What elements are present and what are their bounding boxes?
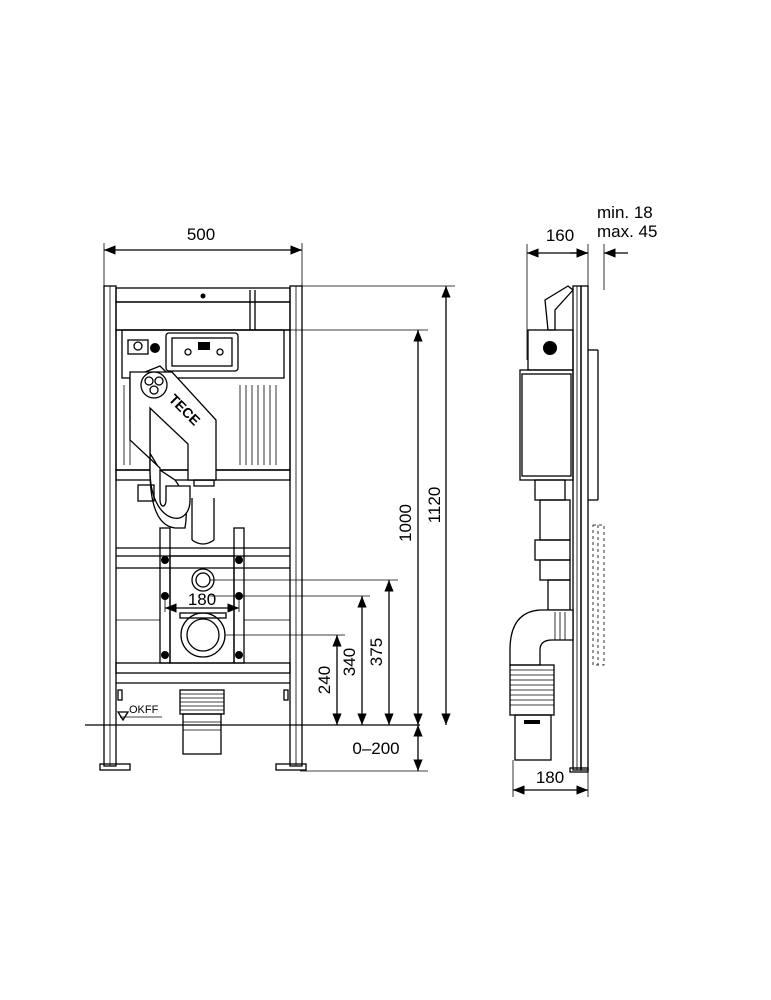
side-cistern — [519, 285, 574, 611]
dim-240-label: 240 — [315, 666, 334, 694]
height-1120-label: 1120 — [425, 487, 444, 524]
flush-pipe: TECE — [129, 365, 217, 545]
extension-lines — [210, 285, 455, 772]
foot-adjust-label: 0–200 — [352, 739, 399, 758]
front-view: 500 — [85, 225, 455, 772]
wall-min-label: min. 18 — [597, 203, 653, 222]
depth-180-label: 180 — [536, 768, 564, 787]
bottom-depth-dimension: 180 — [512, 760, 589, 797]
dim-340: 340 — [340, 596, 367, 725]
wall-max-label: max. 45 — [597, 222, 657, 241]
side-waste-elbow — [509, 609, 574, 761]
dim-240: 240 — [315, 635, 342, 725]
dim-340-label: 340 — [340, 648, 359, 676]
dim-0-200: 0–200 — [352, 725, 423, 771]
mounting-bracket: 180 — [116, 527, 290, 664]
top-rail — [115, 287, 291, 331]
side-frame-profile — [569, 285, 605, 773]
frame-uprights — [99, 285, 307, 771]
lower-rail — [115, 662, 291, 701]
finished-floor-line: OKFF — [85, 704, 420, 726]
okff-label: OKFF — [129, 704, 159, 716]
dim-375: 375 — [367, 580, 394, 725]
depth-dimension: 160 min. 18 max. 45 — [526, 203, 657, 360]
height-1000-label: 1000 — [396, 504, 415, 542]
side-view: 160 min. 18 max. 45 — [509, 203, 657, 797]
spacing-180-label: 180 — [188, 590, 216, 609]
width-dimension: 500 — [103, 225, 303, 290]
dim-375-label: 375 — [367, 638, 386, 666]
dim-1000: 1000 — [396, 330, 423, 725]
dim-1120: 1120 — [425, 286, 451, 725]
waste-pipe — [179, 689, 225, 755]
width-label: 500 — [187, 225, 215, 244]
depth-160-label: 160 — [546, 226, 574, 245]
